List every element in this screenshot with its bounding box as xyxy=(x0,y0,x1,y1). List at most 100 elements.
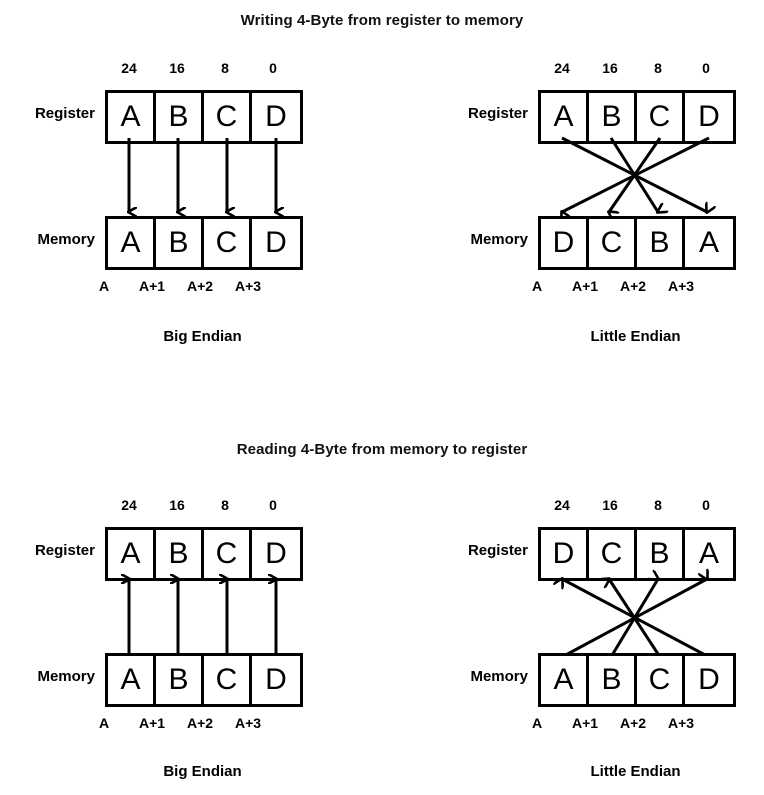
memory-byte-row: A B C D xyxy=(105,216,303,270)
memory-row-label: Memory xyxy=(470,668,528,685)
bit-label: 16 xyxy=(169,497,185,513)
address-label: A xyxy=(98,715,110,731)
memory-address-labels: A A+1 A+2 A+3 xyxy=(80,278,272,294)
panel-write-big-endian: 24 16 8 0 Register A B C D Memory A B C … xyxy=(0,0,382,400)
address-label: A+3 xyxy=(234,715,262,731)
memory-byte-cell: C xyxy=(204,656,252,704)
section-title-writing: Writing 4-Byte from register to memory xyxy=(240,12,524,29)
register-byte-cell: B xyxy=(589,93,637,141)
address-label: A+2 xyxy=(186,278,214,294)
register-row-label: Register xyxy=(467,105,528,122)
register-byte-cell: A xyxy=(108,93,156,141)
address-label: A xyxy=(98,278,110,294)
address-label: A+1 xyxy=(571,278,599,294)
memory-byte-cell: B xyxy=(156,219,204,267)
register-row-label: Register xyxy=(34,542,95,559)
bit-label: 24 xyxy=(554,497,570,513)
panel-read-big-endian: 24 16 8 0 Register A B C D Memory A B C … xyxy=(0,435,382,795)
memory-row-label: Memory xyxy=(37,668,95,685)
transfer-arrows-crossed-up xyxy=(382,435,710,659)
register-byte-cell: C xyxy=(204,93,252,141)
bit-label: 0 xyxy=(702,497,710,513)
bit-label: 8 xyxy=(654,497,662,513)
address-label: A+1 xyxy=(138,278,166,294)
panel-caption: Little Endian xyxy=(590,763,681,780)
memory-byte-cell: A xyxy=(108,656,156,704)
address-label: A+3 xyxy=(667,715,695,731)
bit-label: 24 xyxy=(121,60,137,76)
address-label: A+2 xyxy=(186,715,214,731)
register-byte-cell: C xyxy=(204,530,252,578)
bit-label: 0 xyxy=(269,60,277,76)
panel-write-little-endian: 24 16 8 0 Register A B C D Memory D C B … xyxy=(382,0,764,400)
panel-caption: Big Endian xyxy=(163,763,242,780)
bit-label: 8 xyxy=(221,60,229,76)
bit-label: 8 xyxy=(654,60,662,76)
address-label: A xyxy=(531,715,543,731)
bit-label: 24 xyxy=(554,60,570,76)
memory-byte-cell: C xyxy=(204,219,252,267)
memory-byte-cell: A xyxy=(108,219,156,267)
register-byte-cell: A xyxy=(541,93,589,141)
transfer-arrows-straight-up xyxy=(0,435,382,657)
memory-byte-cell: A xyxy=(685,219,733,267)
bit-label: 24 xyxy=(121,497,137,513)
memory-byte-cell: D xyxy=(252,219,300,267)
memory-byte-row: A B C D xyxy=(105,653,303,707)
register-byte-cell: D xyxy=(541,530,589,578)
address-label: A+2 xyxy=(619,278,647,294)
register-byte-cell: D xyxy=(252,93,300,141)
memory-byte-cell: B xyxy=(589,656,637,704)
memory-byte-cell: D xyxy=(685,656,733,704)
address-label: A+2 xyxy=(619,715,647,731)
register-byte-cell: B xyxy=(156,530,204,578)
panel-read-little-endian: 24 16 8 0 Register D C B A Memory A B C … xyxy=(382,435,764,795)
address-label: A+3 xyxy=(667,278,695,294)
register-bit-labels: 24 16 8 0 xyxy=(105,497,297,513)
memory-byte-cell: B xyxy=(156,656,204,704)
bit-label: 16 xyxy=(602,497,618,513)
memory-byte-cell: D xyxy=(541,219,589,267)
address-label: A xyxy=(531,278,543,294)
memory-byte-row: D C B A xyxy=(538,216,736,270)
memory-byte-cell: D xyxy=(252,656,300,704)
bit-label: 16 xyxy=(602,60,618,76)
memory-address-labels: A A+1 A+2 A+3 xyxy=(513,715,705,731)
memory-row-label: Memory xyxy=(470,231,528,248)
section-title-reading: Reading 4-Byte from memory to register xyxy=(236,441,528,458)
register-byte-row: D C B A xyxy=(538,527,736,581)
memory-byte-cell: B xyxy=(637,219,685,267)
memory-address-labels: A A+1 A+2 A+3 xyxy=(513,278,705,294)
register-row-label: Register xyxy=(34,105,95,122)
memory-row-label: Memory xyxy=(37,231,95,248)
panel-caption: Big Endian xyxy=(163,328,242,345)
register-byte-cell: B xyxy=(637,530,685,578)
register-bit-labels: 24 16 8 0 xyxy=(538,60,730,76)
address-label: A+1 xyxy=(138,715,166,731)
register-byte-cell: C xyxy=(637,93,685,141)
panel-caption: Little Endian xyxy=(590,328,681,345)
address-label: A+1 xyxy=(571,715,599,731)
register-bit-labels: 24 16 8 0 xyxy=(105,60,297,76)
memory-address-labels: A A+1 A+2 A+3 xyxy=(80,715,272,731)
memory-byte-cell: A xyxy=(541,656,589,704)
memory-byte-row: A B C D xyxy=(538,653,736,707)
bit-label: 8 xyxy=(221,497,229,513)
memory-byte-cell: C xyxy=(637,656,685,704)
address-label: A+3 xyxy=(234,278,262,294)
bit-label: 16 xyxy=(169,60,185,76)
bit-label: 0 xyxy=(269,497,277,513)
register-byte-cell: D xyxy=(252,530,300,578)
bit-label: 0 xyxy=(702,60,710,76)
register-byte-row: A B C D xyxy=(105,90,303,144)
register-byte-cell: C xyxy=(589,530,637,578)
register-bit-labels: 24 16 8 0 xyxy=(538,497,730,513)
memory-byte-cell: C xyxy=(589,219,637,267)
register-byte-row: A B C D xyxy=(538,90,736,144)
register-byte-cell: B xyxy=(156,93,204,141)
register-row-label: Register xyxy=(467,542,528,559)
register-byte-cell: D xyxy=(685,93,733,141)
register-byte-cell: A xyxy=(108,530,156,578)
register-byte-cell: A xyxy=(685,530,733,578)
register-byte-row: A B C D xyxy=(105,527,303,581)
